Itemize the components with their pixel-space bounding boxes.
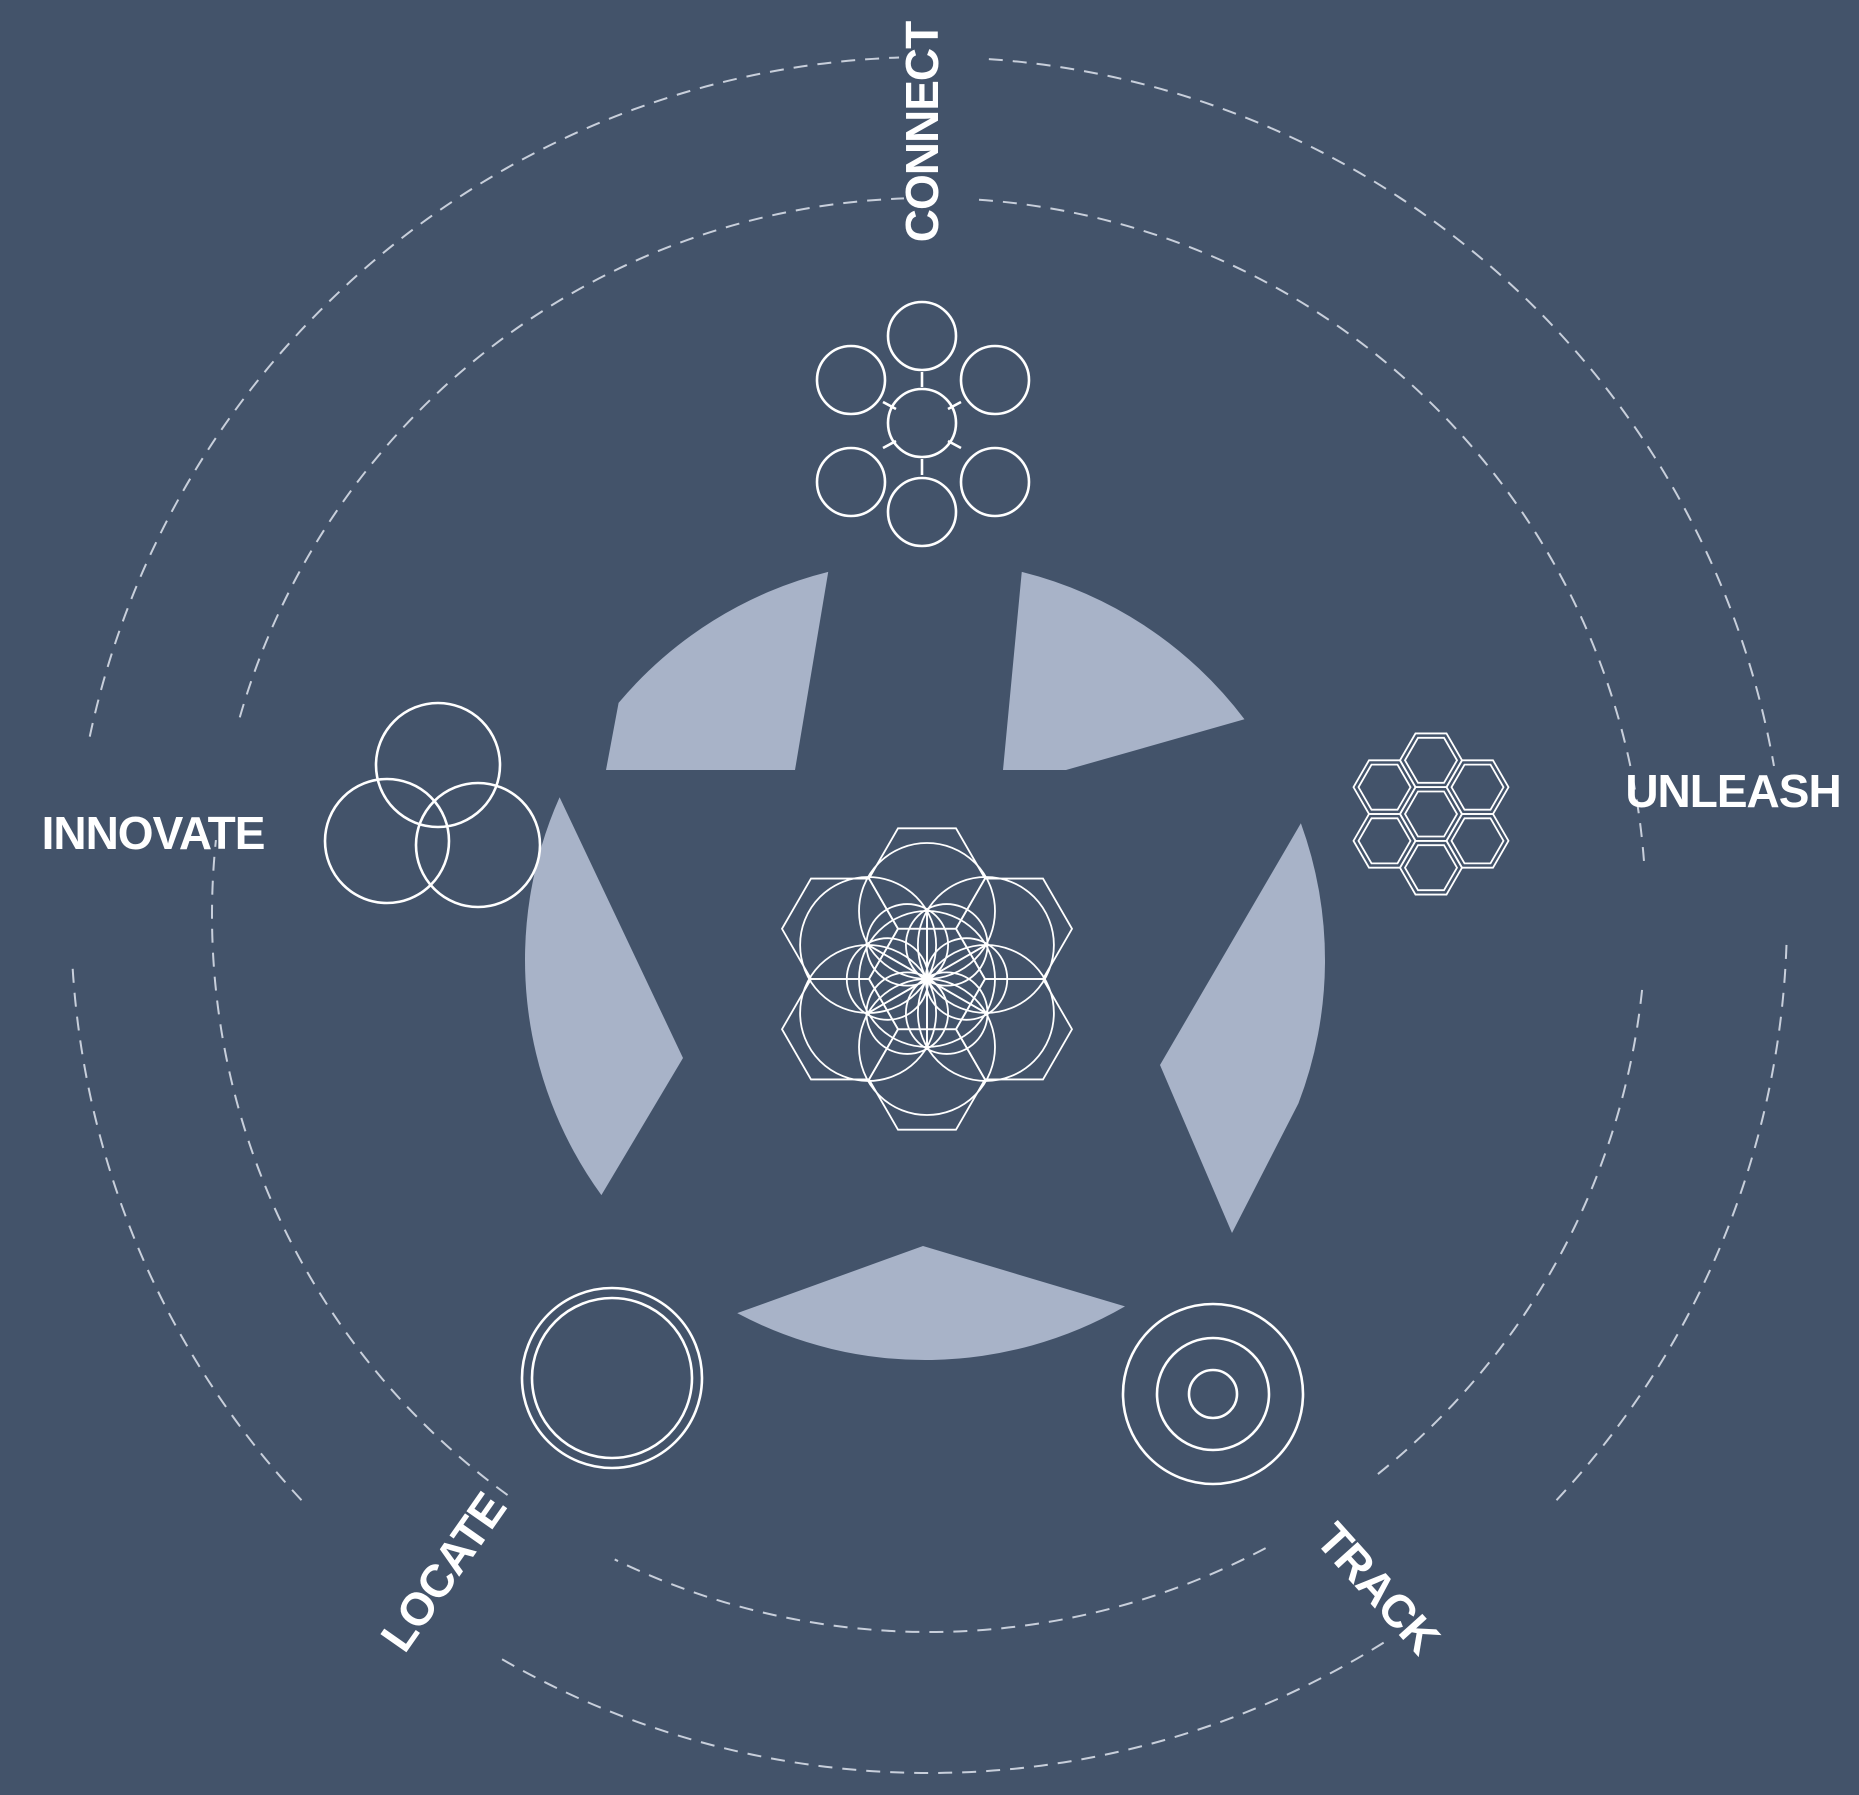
three-overlapping-circles-icon [323, 701, 542, 909]
label-connect: CONNECT [896, 21, 948, 242]
cluster-hexagon-inner [1357, 817, 1412, 865]
concentric-target-icon [1121, 1302, 1305, 1486]
cluster-hexagon [1352, 813, 1417, 869]
cluster-hexagon-inner [1403, 790, 1459, 838]
label-innovate: INNOVATE [42, 807, 265, 859]
network-nodes-icon [815, 300, 1031, 548]
outer-ring-arc [988, 58, 1775, 767]
cluster-hexagon-inner [1450, 763, 1505, 811]
label-unleash: UNLEASH [1625, 765, 1840, 817]
cluster-hexagon-inner [1450, 817, 1505, 865]
cluster-hexagon-inner [1357, 763, 1412, 811]
pentagon-segment [1003, 571, 1245, 770]
pentagon-segment [1160, 823, 1326, 1233]
inner-ring-arc [978, 198, 1646, 866]
pentagon-segments [524, 571, 1326, 1361]
outer-ring-arc [71, 959, 303, 1501]
outer-hexagon [954, 877, 1074, 980]
pentagon-segment [606, 571, 829, 770]
double-ring-icon [520, 1286, 704, 1470]
cluster-hexagon-inner [1403, 844, 1459, 892]
pentagon-segment [524, 797, 683, 1196]
outer-dashed-ring [71, 56, 1788, 1774]
inner-dashed-ring [211, 197, 1646, 1633]
inner-circle [905, 971, 989, 1055]
outer-ring-arc [88, 56, 900, 737]
cluster-hexagon-inner [1403, 736, 1459, 784]
cluster-hexagon [1445, 813, 1510, 869]
outer-ring-arc [499, 1641, 1385, 1774]
inner-ring-arc [614, 1547, 1267, 1633]
inner-ring-arc [1369, 989, 1644, 1481]
spoke-line [867, 944, 987, 1014]
pentagon-segment [737, 1246, 1125, 1361]
hexagon-cluster-icon [1352, 732, 1510, 896]
inner-circle [865, 903, 949, 987]
flower-of-life-icon [780, 827, 1074, 1131]
